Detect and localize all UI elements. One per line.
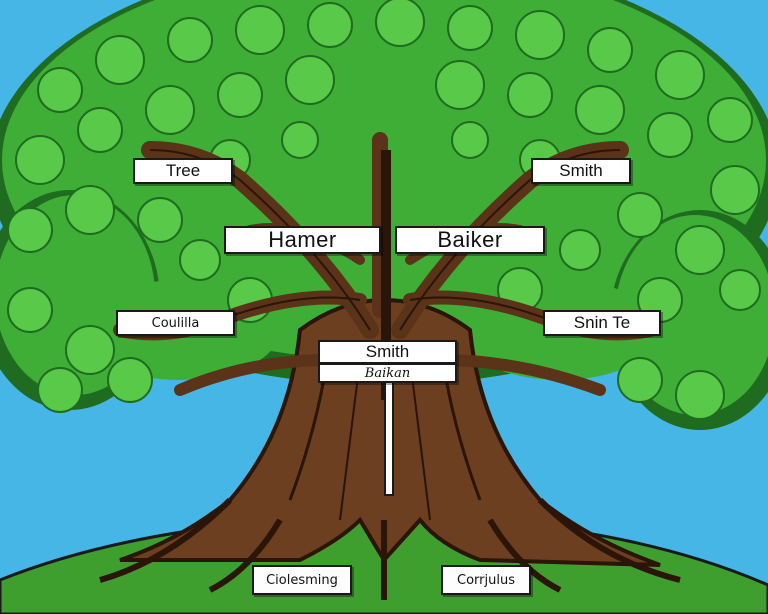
- tree-canopy: [0, 0, 768, 430]
- sign-baikan: Baikan: [318, 363, 457, 383]
- sign-baiker: Baiker: [395, 226, 545, 254]
- sign-coullia: Coulilla: [116, 310, 235, 336]
- sign-tree: Tree: [133, 158, 233, 184]
- sign-snin-te: Snin Te: [543, 310, 661, 336]
- sign-hamer: Hamer: [224, 226, 381, 254]
- sign-corrjulus: Corrjulus: [441, 565, 531, 595]
- sign-smith-center: Smith: [318, 340, 457, 364]
- sign-smith-top: Smith: [531, 158, 631, 184]
- sign-ciolesming: Ciolesming: [252, 565, 352, 595]
